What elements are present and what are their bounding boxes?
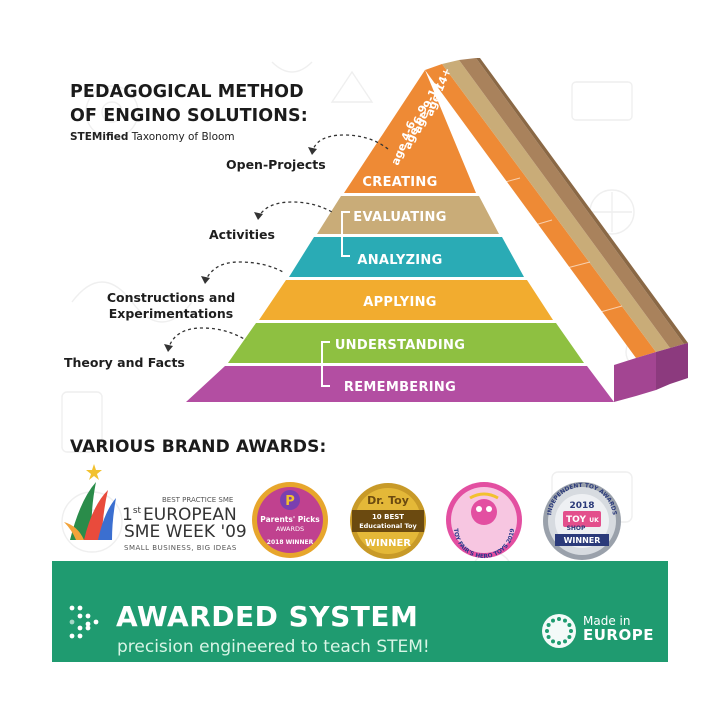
side-strip-4 bbox=[476, 58, 688, 344]
dots-arrow-icon bbox=[69, 605, 99, 639]
bracket-understanding-remembering bbox=[321, 341, 330, 387]
level-understanding: UNDERSTANDING bbox=[335, 338, 465, 353]
title-line-2: OF ENGINO SOLUTIONS: bbox=[70, 106, 308, 126]
sme-line1-sup: st bbox=[133, 506, 142, 516]
level-remembering: REMEMBERING bbox=[344, 380, 456, 395]
awarded-system-title: AWARDED SYSTEM bbox=[116, 600, 419, 633]
sme-logo-stroke-3 bbox=[98, 498, 116, 540]
eu-stars-icon bbox=[542, 614, 576, 648]
arrowhead-open-projects bbox=[308, 147, 317, 155]
dr-toy-brand: Dr. Toy bbox=[367, 494, 409, 507]
arrowhead-theory bbox=[164, 344, 173, 352]
sme-star-icon bbox=[86, 464, 102, 480]
layer-understanding-shape bbox=[228, 323, 584, 363]
arrow-activities bbox=[257, 201, 333, 219]
pyramid-side-face bbox=[425, 58, 688, 402]
activity-open-projects: Open-Projects bbox=[226, 157, 326, 172]
parents-picks-logo-letter: P bbox=[285, 494, 295, 509]
level-analyzing: ANALYZING bbox=[357, 253, 442, 268]
arrowhead-activities bbox=[254, 212, 263, 220]
arrowhead-constructions bbox=[201, 276, 210, 284]
layer-applying-shape bbox=[259, 280, 553, 320]
pedagogical-method-title: PEDAGOGICAL METHOD OF ENGINO SOLUTIONS: bbox=[70, 80, 308, 128]
bracket-evaluating-analyzing bbox=[341, 211, 350, 257]
made-in-line2: EUROPE bbox=[583, 626, 654, 644]
awards-title: VARIOUS BRAND AWARDS: bbox=[70, 437, 327, 457]
side-strip-1 bbox=[425, 64, 656, 358]
sme-line1-word: EUROPEAN bbox=[143, 505, 237, 525]
sme-line-2: SME WEEK '09 bbox=[124, 522, 247, 542]
sme-logo-stroke-4 bbox=[64, 522, 84, 540]
activity-activities: Activities bbox=[209, 227, 275, 242]
level-applying: APPLYING bbox=[363, 295, 437, 310]
layer-analyzing-shape bbox=[289, 237, 524, 277]
pyramid-layers bbox=[186, 70, 614, 402]
hero-mascot-icon bbox=[471, 499, 497, 525]
arrow-open-projects bbox=[311, 134, 389, 154]
toy-shop-brand2: SHOP bbox=[567, 525, 586, 532]
awarded-system-subtitle: precision engineered to teach STEM! bbox=[117, 637, 430, 657]
dr-toy-line3: WINNER bbox=[365, 538, 411, 549]
side-base-1 bbox=[614, 352, 656, 402]
side-strip-2 bbox=[442, 60, 670, 352]
parents-picks-logo-icon bbox=[280, 490, 300, 510]
toy-shop-winner: WINNER bbox=[564, 536, 601, 545]
activity-theory: Theory and Facts bbox=[64, 355, 185, 370]
constructions-line-2: Experimentations bbox=[108, 306, 234, 321]
made-in-line1: Made in bbox=[583, 614, 631, 628]
level-evaluating: EVALUATING bbox=[353, 210, 446, 225]
taxonomy-subtitle: STEMified Taxonomy of Bloom bbox=[70, 131, 235, 143]
sme-best-practice: BEST PRACTICE SME bbox=[162, 496, 233, 504]
dr-toy-line2: Educational Toy bbox=[359, 522, 417, 530]
side-strip-3 bbox=[459, 58, 684, 348]
layer-evaluating-shape bbox=[317, 196, 499, 234]
toy-fair-hero-award: TOY FAIR'S HERO TOYS 2019 bbox=[446, 482, 522, 560]
sme-tagline: SMALL BUSINESS, BIG IDEAS bbox=[124, 544, 237, 552]
level-creating: CREATING bbox=[362, 175, 437, 190]
toy-shop-year: 2018 bbox=[569, 501, 594, 511]
subtitle-rest: Taxonomy of Bloom bbox=[128, 131, 235, 143]
made-in-europe: Made in EUROPE bbox=[583, 614, 654, 643]
dr-toy-award: Dr. Toy 10 BEST Educational Toy WINNER bbox=[350, 483, 426, 559]
toy-shop-brand3: UK bbox=[589, 517, 599, 524]
parents-picks-award: P Parents' Picks AWARDS 2018 WINNER bbox=[252, 482, 328, 558]
parents-picks-line2: AWARDS bbox=[276, 525, 304, 533]
parents-picks-line1: Parents' Picks bbox=[260, 515, 320, 524]
layer-creating-shape bbox=[344, 70, 476, 193]
side-base-2 bbox=[656, 343, 688, 390]
arrow-constructions bbox=[204, 261, 284, 283]
layer-remembering-shape bbox=[186, 366, 614, 402]
dr-toy-line1: 10 BEST bbox=[372, 513, 404, 521]
title-line-1: PEDAGOGICAL METHOD bbox=[70, 82, 304, 102]
toy-shop-award: INDEPENDENT TOY AWARDS 2018 TOY SHOP UK … bbox=[543, 482, 621, 560]
arrow-theory bbox=[167, 327, 247, 351]
sme-line1-num: 1 bbox=[122, 505, 133, 525]
parents-picks-line3: 2018 WINNER bbox=[267, 539, 314, 546]
subtitle-bold: STEMified bbox=[70, 131, 129, 143]
toy-shop-brand1: TOY bbox=[566, 515, 586, 525]
activity-constructions: Constructions and Experimentations bbox=[86, 290, 256, 322]
constructions-line-1: Constructions and bbox=[106, 290, 236, 305]
